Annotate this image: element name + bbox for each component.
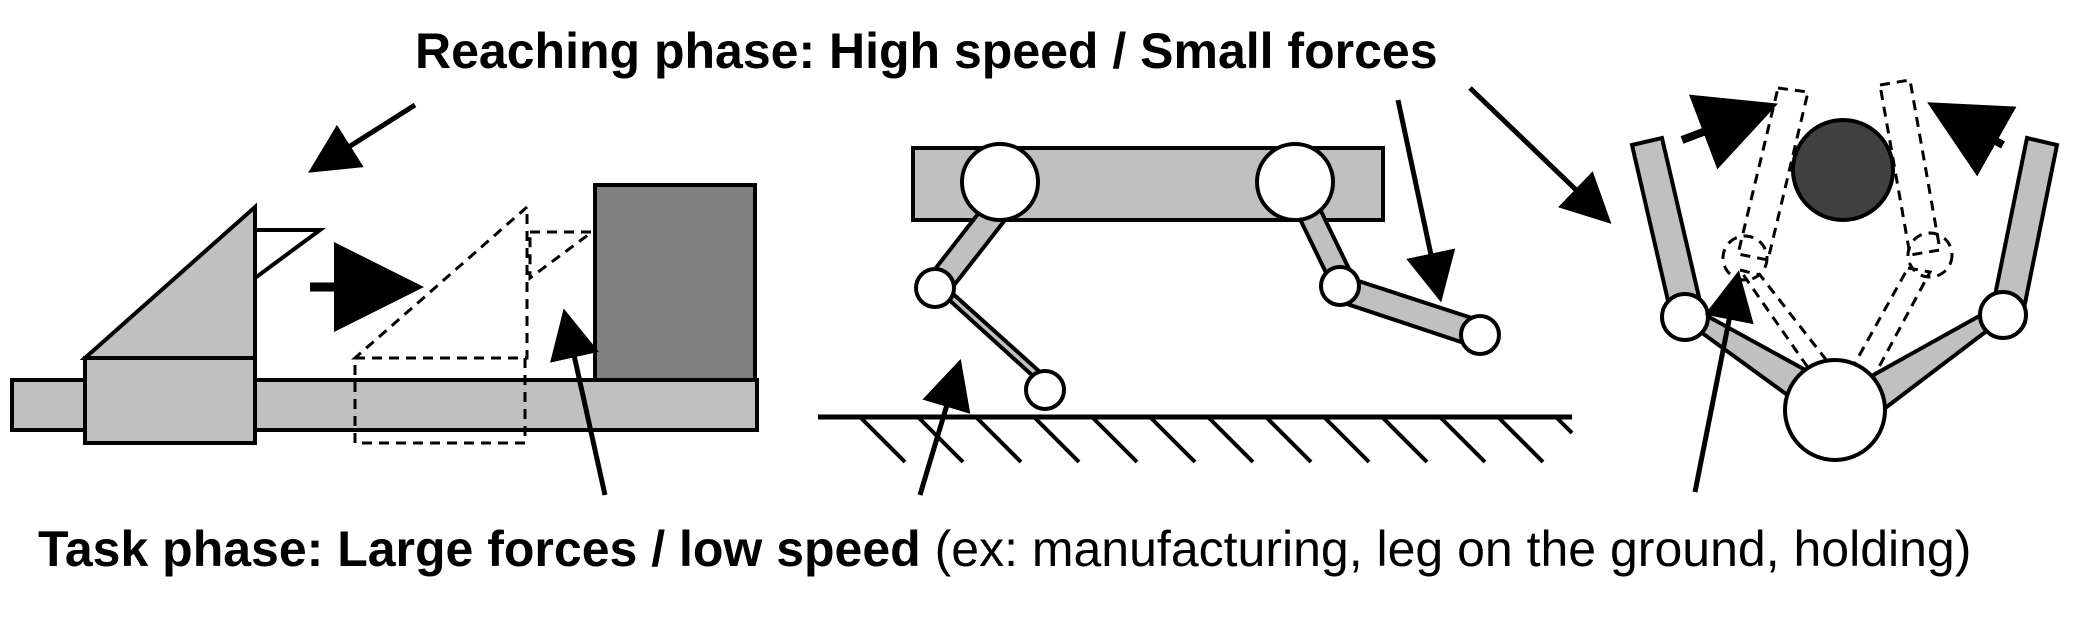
task-phase-examples: (ex: manufacturing, leg on the ground, h… [920,521,1972,577]
task-arrow-1 [550,308,608,496]
ghost-wedge [351,203,529,360]
gripper-panel [1629,78,2060,462]
reaching-arrow-2 [1395,99,1456,303]
ground-hatching [858,415,1574,464]
knee-joint-right [1319,265,1361,307]
task-arrow-2 [917,358,971,496]
grasp-object [1791,118,1895,222]
close-arrow-right [1927,102,2017,177]
foot-right [1459,314,1501,356]
workpiece [593,183,757,382]
gripper-palm [1783,358,1887,462]
reaching-phase-label: Reaching phase: High speed / Small force… [415,23,1438,79]
finger-joint-left [1660,292,1710,342]
finger-joint-right [1978,290,2028,340]
carriage-block [83,356,257,445]
hip-joint-right [1255,142,1335,222]
finger-upper-left [1629,135,1705,321]
manufacturing-panel [10,183,759,445]
foot-left [1024,369,1066,411]
close-arrow-left [1680,94,1778,170]
tool-tip [253,228,327,282]
task-arrow-3 [1692,270,1754,493]
task-phase-bold: Task phase: Large forces / low speed [38,521,921,577]
task-phase-label: Task phase: Large forces / low speed (ex… [38,520,1971,578]
legged-robot-panel [818,142,1574,464]
ghost-tip [528,230,597,281]
reaching-callouts [308,86,1612,303]
task-callouts [550,270,1754,496]
knee-joint-left [914,267,956,309]
reaching-arrow-1 [308,102,417,173]
reaching-arrow-3 [1468,86,1612,224]
hip-joint-left [960,142,1040,222]
wedge-tool [79,202,257,360]
